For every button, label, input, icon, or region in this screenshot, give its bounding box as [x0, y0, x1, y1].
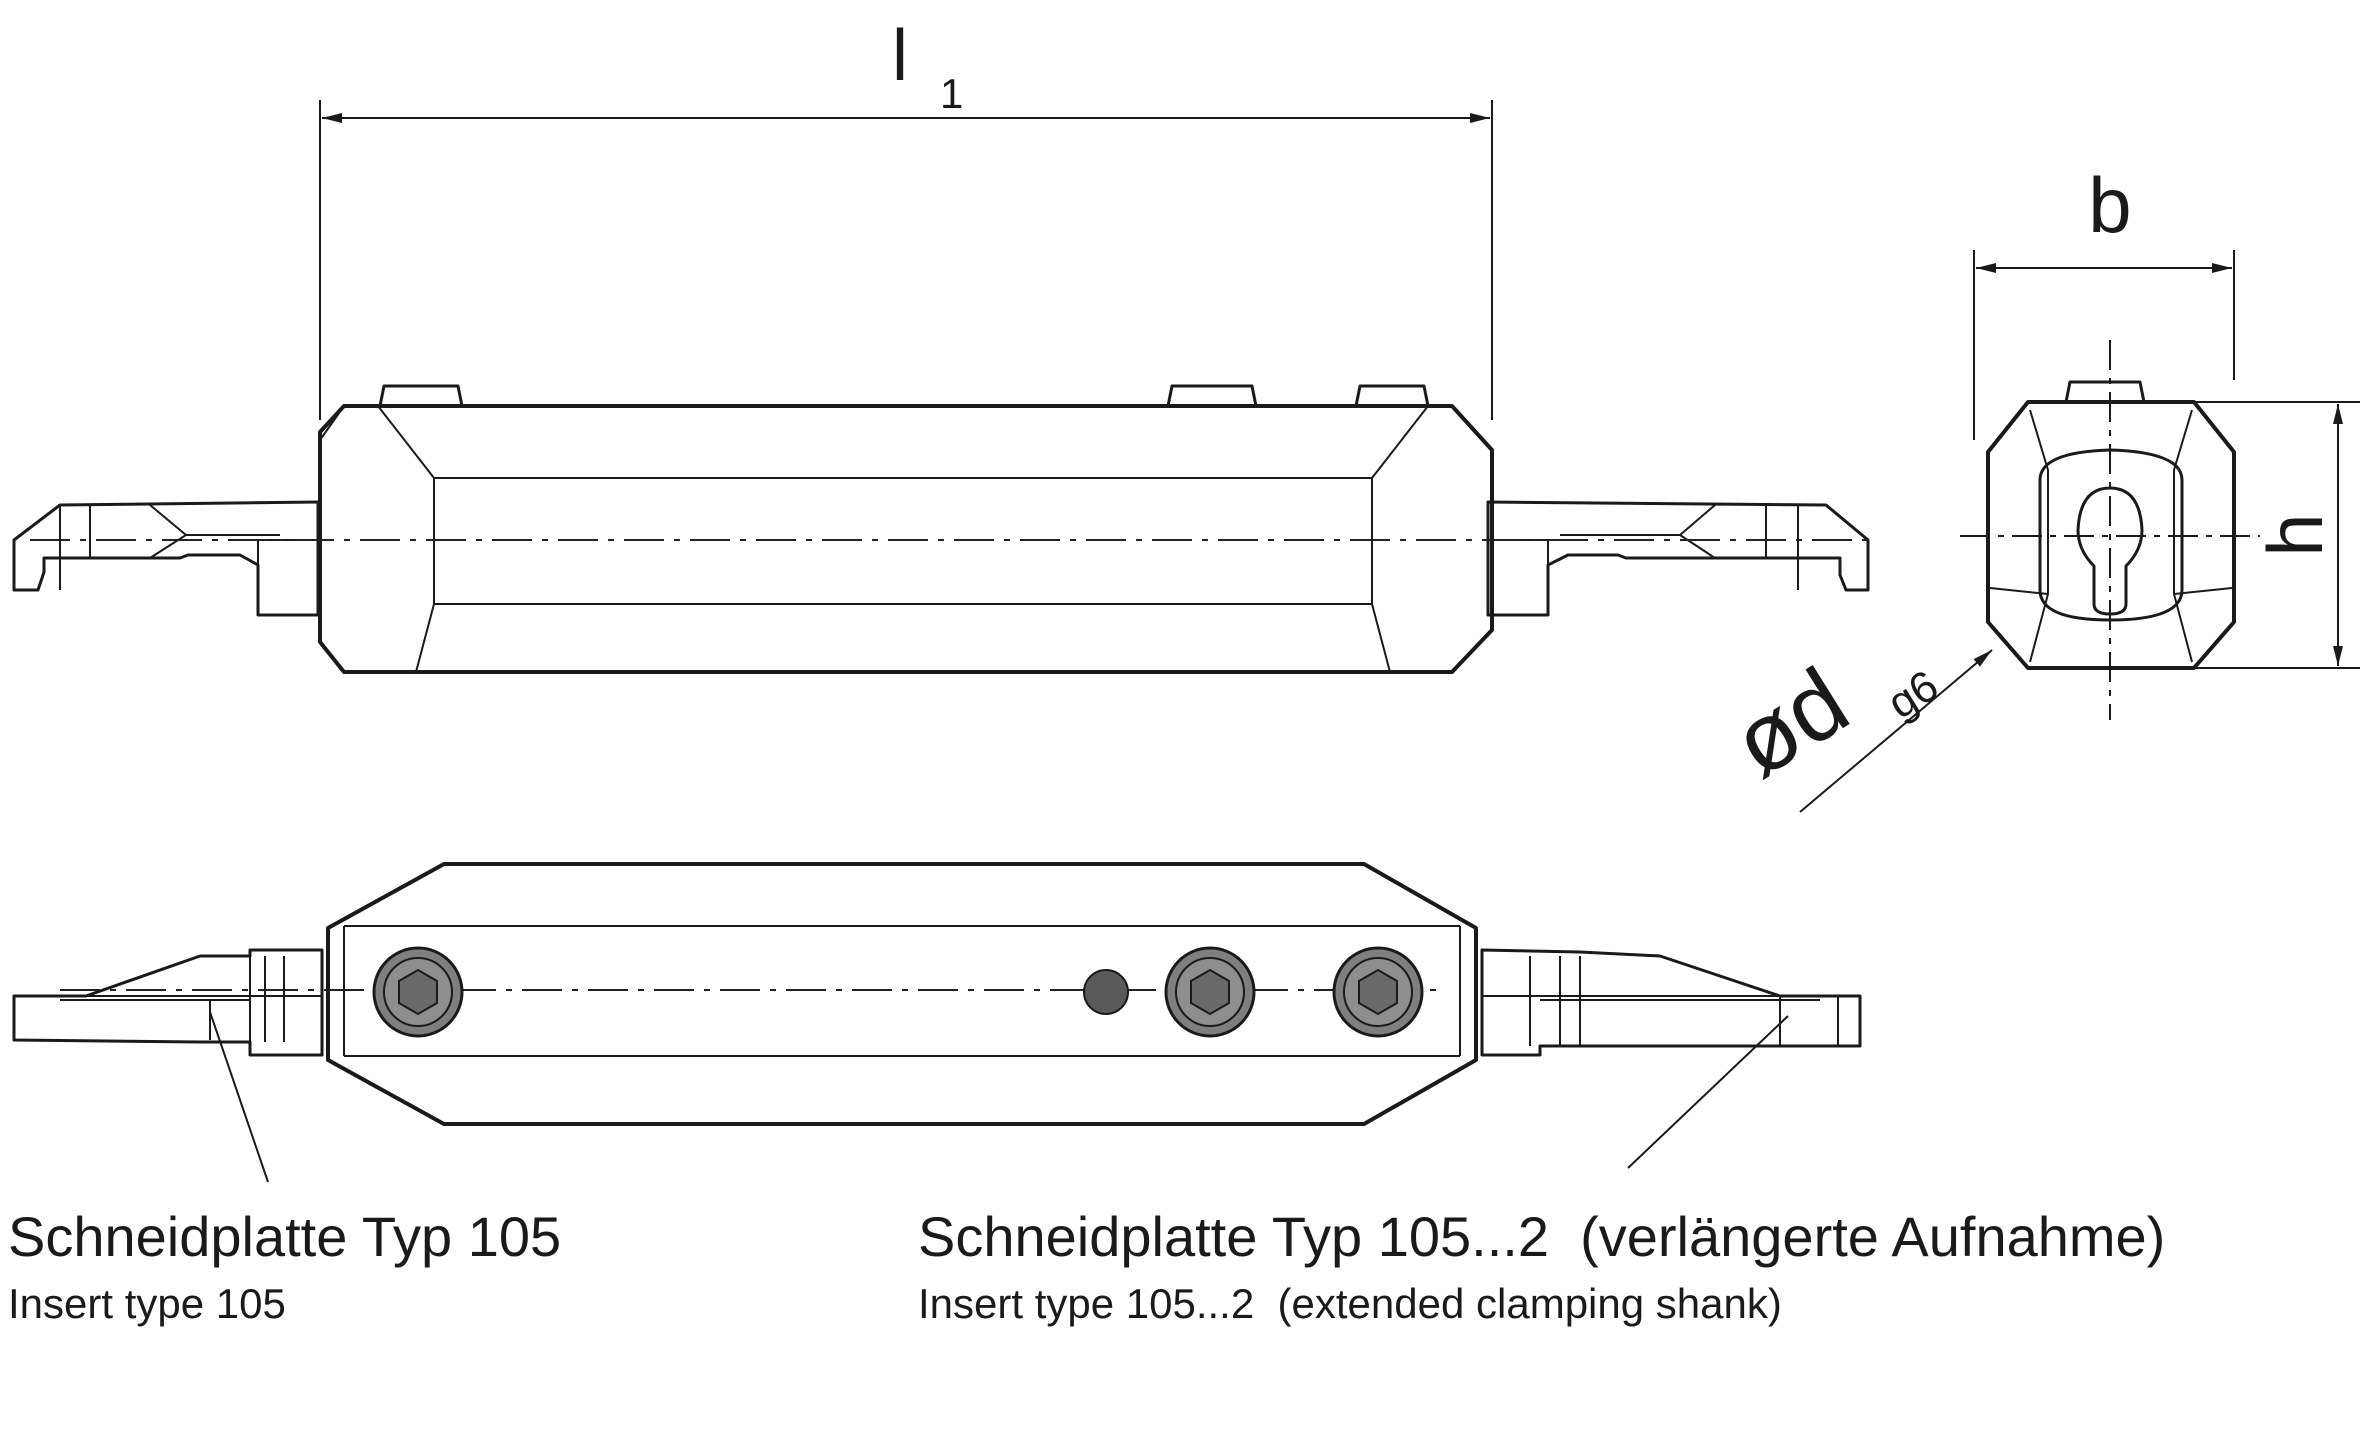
- leader-left: [209, 1011, 269, 1183]
- end-view: [1960, 340, 2260, 720]
- holder-body-plan: [326, 862, 1478, 1126]
- caption-left-de: Schneidplatte Typ 105: [8, 1205, 561, 1268]
- clamp-screw-left: [372, 946, 464, 1038]
- clamp-screw-middle: [1164, 946, 1256, 1038]
- height-dimension: h: [2170, 401, 2360, 669]
- width-label: b: [2088, 161, 2131, 249]
- plan-view: [12, 862, 1862, 1126]
- pin-hole: [1083, 969, 1129, 1015]
- diameter-tolerance: g6: [1879, 661, 1946, 728]
- height-label: h: [2251, 513, 2339, 556]
- left-insert-side: [12, 500, 320, 617]
- clamp-screw-right: [1332, 946, 1424, 1038]
- top-screws: [378, 384, 1430, 408]
- length-label: l: [892, 16, 908, 96]
- caption-left-en: Insert type 105: [8, 1280, 286, 1327]
- width-dimension: b: [1973, 161, 2235, 440]
- right-insert-side: [1486, 500, 1870, 617]
- right-insert-plan: [1480, 948, 1862, 1057]
- diameter-dimension: ød g6: [1714, 648, 1993, 813]
- length-subscript: 1: [940, 70, 963, 117]
- caption-right-en: Insert type 105...2 (extended clamping s…: [918, 1280, 1782, 1327]
- leader-right: [1627, 1015, 1789, 1169]
- left-insert-plan: [12, 948, 324, 1057]
- side-view: [12, 384, 1870, 674]
- caption-right-de: Schneidplatte Typ 105...2 (verlängerte A…: [918, 1205, 2165, 1268]
- length-dimension: l 1: [319, 16, 1493, 420]
